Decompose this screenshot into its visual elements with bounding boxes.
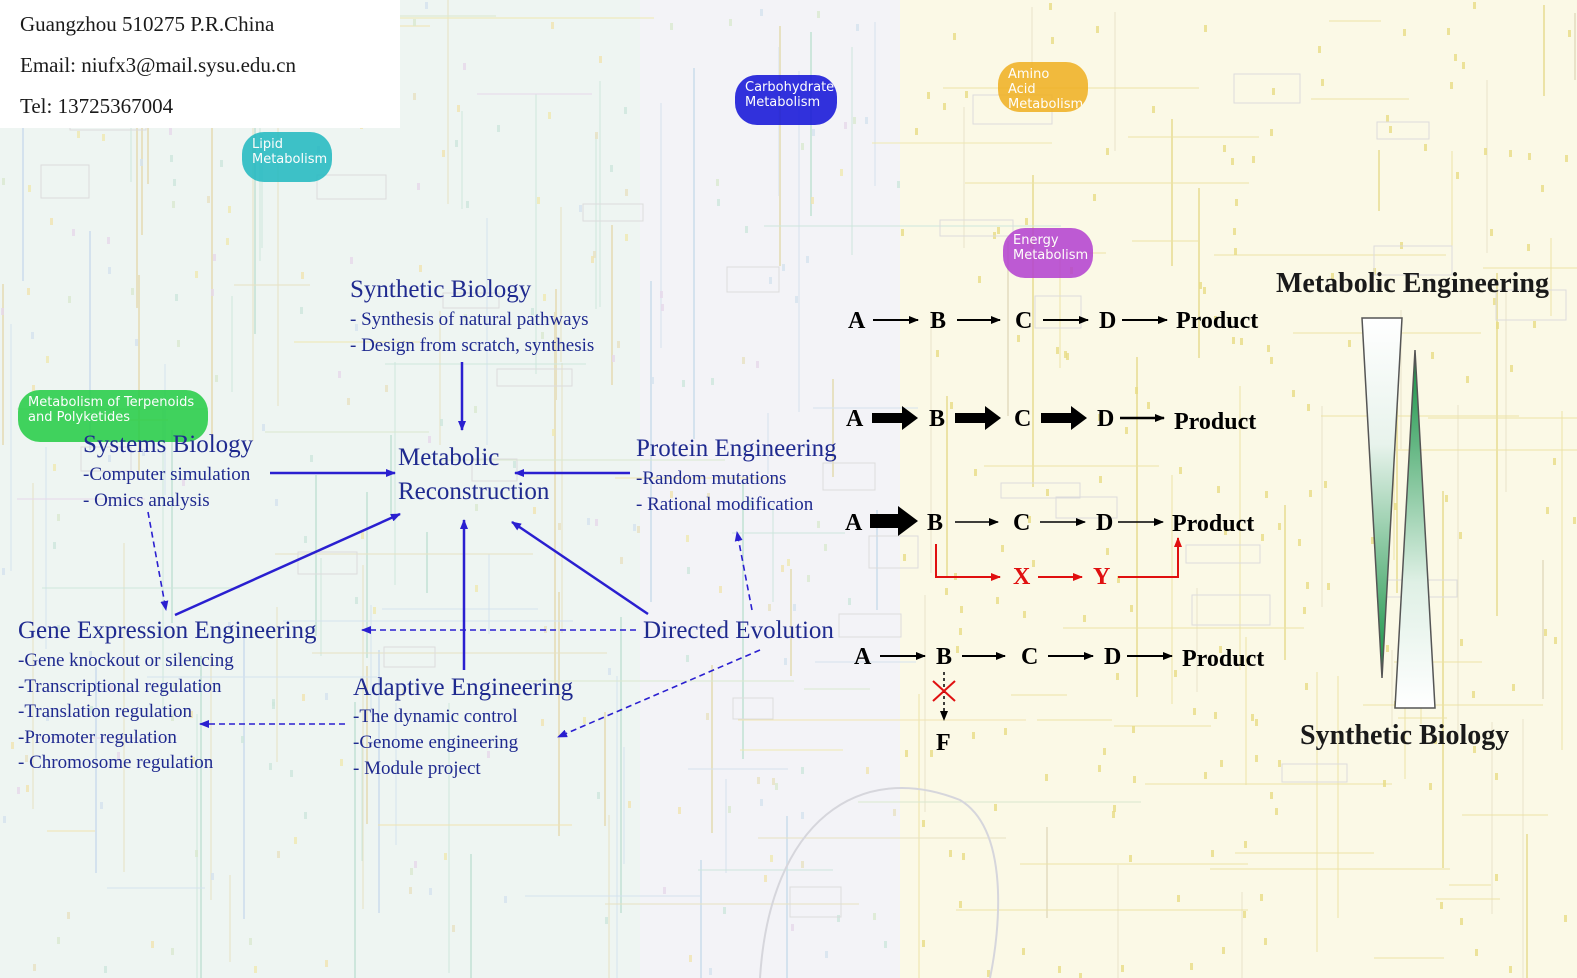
gene-item-1: -Gene knockout or silencing — [18, 650, 234, 671]
p1-node-d: D — [1099, 308, 1117, 334]
p3-node-b: B — [927, 510, 944, 536]
p1-node-a: A — [848, 308, 866, 334]
dashed-directed-to-protein — [734, 531, 753, 611]
center-line-1: Metabolic — [398, 444, 500, 471]
protein-title: Protein Engineering — [636, 435, 837, 462]
p1-product: Product — [1176, 308, 1259, 334]
spectrum-top-label: Metabolic Engineering — [1276, 268, 1549, 299]
p4-product: Product — [1182, 646, 1265, 672]
adaptive-item-2: -Genome engineering — [353, 732, 519, 753]
p3-node-c: C — [1013, 510, 1031, 536]
p4-node-c: C — [1021, 644, 1039, 670]
p2-thick-arrow-b-c — [955, 406, 1001, 430]
sysbio-title: Systems Biology — [83, 431, 254, 458]
gene-item-4: -Promoter regulation — [18, 727, 177, 748]
sysbio-item-1: -Computer simulation — [83, 464, 251, 485]
protein-item-2: - Rational modification — [636, 494, 814, 515]
synbio-title: Synthetic Biology — [350, 276, 532, 303]
directed-title: Directed Evolution — [643, 617, 834, 644]
p1-node-c: C — [1015, 308, 1033, 334]
p2-thick-arrow-a-b — [872, 406, 918, 430]
p2-node-b: B — [929, 406, 946, 432]
p4-block-x-icon — [932, 680, 956, 702]
pill-lipid: Lipid Metabolism — [242, 132, 332, 182]
contact-tel: Tel: 13725367004 — [20, 94, 174, 118]
protein-item-1: -Random mutations — [636, 468, 787, 489]
pill-energy: Energy Metabolism — [1003, 228, 1093, 278]
gene-item-5: - Chromosome regulation — [18, 752, 214, 773]
pill-amino-acid: Amino Acid Metabolism — [998, 62, 1088, 112]
p4-node-d: D — [1104, 644, 1122, 670]
p2-thick-arrow-c-d — [1041, 406, 1087, 430]
contact-address: Guangzhou 510275 P.R.China — [20, 12, 275, 36]
p3-branch-y: Y — [1093, 564, 1111, 590]
p3-red-arrow-y-product — [1118, 537, 1182, 578]
dashed-directed-to-adaptive — [557, 649, 761, 738]
p3-node-a: A — [845, 510, 863, 536]
p2-product: Product — [1174, 409, 1257, 435]
adaptive-title: Adaptive Engineering — [353, 674, 574, 701]
p3-branch-x: X — [1013, 564, 1031, 590]
p3-product: Product — [1172, 511, 1255, 537]
p2-node-d: D — [1097, 406, 1115, 432]
gene-item-2: -Transcriptional regulation — [18, 676, 222, 697]
p4-node-a: A — [854, 644, 872, 670]
pill-carbohydrate: Carbohydrate Metabolism — [735, 75, 837, 125]
spectrum-bottom-label: Synthetic Biology — [1300, 720, 1510, 751]
p1-node-b: B — [930, 308, 947, 334]
p3-red-branch-b-x — [935, 544, 1001, 581]
adaptive-item-1: -The dynamic control — [353, 706, 518, 727]
p2-node-c: C — [1014, 406, 1032, 432]
dashed-sysbio-to-gene — [147, 511, 169, 611]
contact-panel — [0, 0, 400, 128]
p4-side-f: F — [936, 730, 951, 756]
pill-terpenoids: Metabolism of Terpenoids and Polyketides — [18, 390, 208, 442]
p4-node-b: B — [936, 644, 953, 670]
center-line-2: Reconstruction — [398, 478, 550, 505]
adaptive-item-3: - Module project — [353, 758, 481, 779]
wedge-synthetic-biology — [1394, 349, 1436, 709]
gene-item-3: -Translation regulation — [18, 701, 192, 722]
synbio-item-1: - Synthesis of natural pathways — [350, 309, 589, 330]
p2-node-a: A — [846, 406, 864, 432]
synbio-item-2: - Design from scratch, synthesis — [350, 335, 595, 356]
contact-email: Email: niufx3@mail.sysu.edu.cn — [20, 53, 296, 77]
p3-node-d: D — [1096, 510, 1114, 536]
gene-title: Gene Expression Engineering — [18, 617, 317, 644]
wedge-metabolic-engineering — [1361, 317, 1403, 679]
sysbio-item-2: - Omics analysis — [83, 490, 210, 511]
arrow-gene-to-center — [174, 512, 401, 617]
p3-thick-arrow-a-b — [870, 506, 918, 536]
arrow-directed-to-center — [511, 520, 649, 616]
